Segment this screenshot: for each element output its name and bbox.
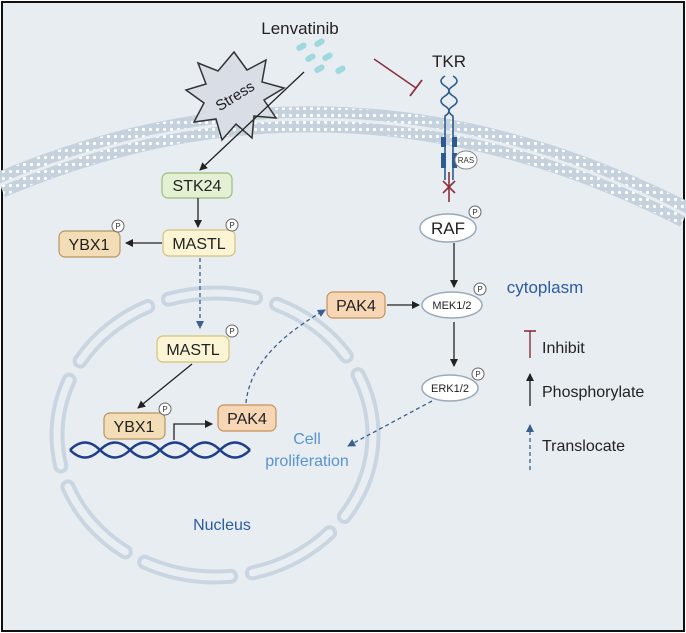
mastl-nuc-node: MASTL P [156,324,239,363]
ybx1-nuc-label: YBX1 [114,419,155,436]
ybx1-cyto-label: YBX1 [69,237,110,254]
raf-node: RAF P [419,205,482,243]
legend-phosphorylate: Phosphorylate [526,373,644,406]
ybx1-nuc-phospho-label: P [162,405,167,414]
pak4-nuc-label: PAK4 [227,411,267,428]
ras-node: RAS [454,150,478,170]
legend-phosphorylate-label: Phosphorylate [542,384,644,401]
pak4-nuc-node: PAK4 [217,404,277,432]
blocked-signal-icon [442,172,456,202]
erk-to-proliferation-arrow [347,400,433,447]
pak4-cyto-label: PAK4 [336,298,376,315]
mastl-to-ybx1-nuc-arrow [137,363,193,409]
erk-label: ERK1/2 [431,383,469,395]
mek-phospho-label: P [477,285,482,294]
ybx1-cyto-phospho-label: P [115,222,120,231]
stk24-node: STK24 [161,172,233,199]
cytoplasm-label: cytoplasm [507,278,584,297]
tkr-receptor-icon [440,75,458,180]
mastl-cyto-label: MASTL [172,236,225,253]
erk-phospho-label: P [475,370,480,379]
erk-node: ERK1/2 P [421,367,485,402]
lenvatinib-to-stk24-arrow [199,71,305,171]
cell-membrane [0,106,686,227]
pak4-cyto-node: PAK4 [326,291,386,319]
mastl-nuc-label: MASTL [166,342,219,359]
dna-icon [69,441,251,459]
tkr-label: TKR [432,52,466,71]
mastl-cyto-phospho-label: P [229,221,234,230]
legend-translocate-label: Translocate [542,438,625,455]
raf-label: RAF [431,219,465,238]
ybx1-to-pak4-arrow [173,420,213,440]
lenvatinib-molecules-icon [296,38,346,74]
cell-proliferation-label-line1: Cell [293,431,321,448]
mek-node: MEK1/2 P [421,282,487,319]
legend-inhibit-label: Inhibit [542,340,585,357]
nucleus-label: Nucleus [193,517,251,534]
legend-translocate: Translocate [526,424,625,470]
stress-burst-icon: Stress [184,50,286,142]
cell-proliferation-label-line2: proliferation [265,453,349,470]
nucleus-envelope [49,285,381,585]
legend-inhibit: Inhibit [524,330,585,358]
ras-label: RAS [458,156,474,165]
lenvatinib-label: Lenvatinib [261,19,339,38]
lenvatinib-inhibits-tkr [373,58,423,97]
ybx1-nuc-node: YBX1 P [103,402,172,440]
stk24-label: STK24 [173,178,222,195]
raf-phospho-label: P [472,208,477,217]
legend: Inhibit Phosphorylate Translocate [524,330,644,470]
mastl-nuc-phospho-label: P [229,327,234,336]
ybx1-cyto-node: YBX1 P [58,219,125,258]
pak4-export-arrow [245,309,326,404]
mek-label: MEK1/2 [432,300,471,312]
mastl-cyto-node: MASTL P [162,218,239,257]
